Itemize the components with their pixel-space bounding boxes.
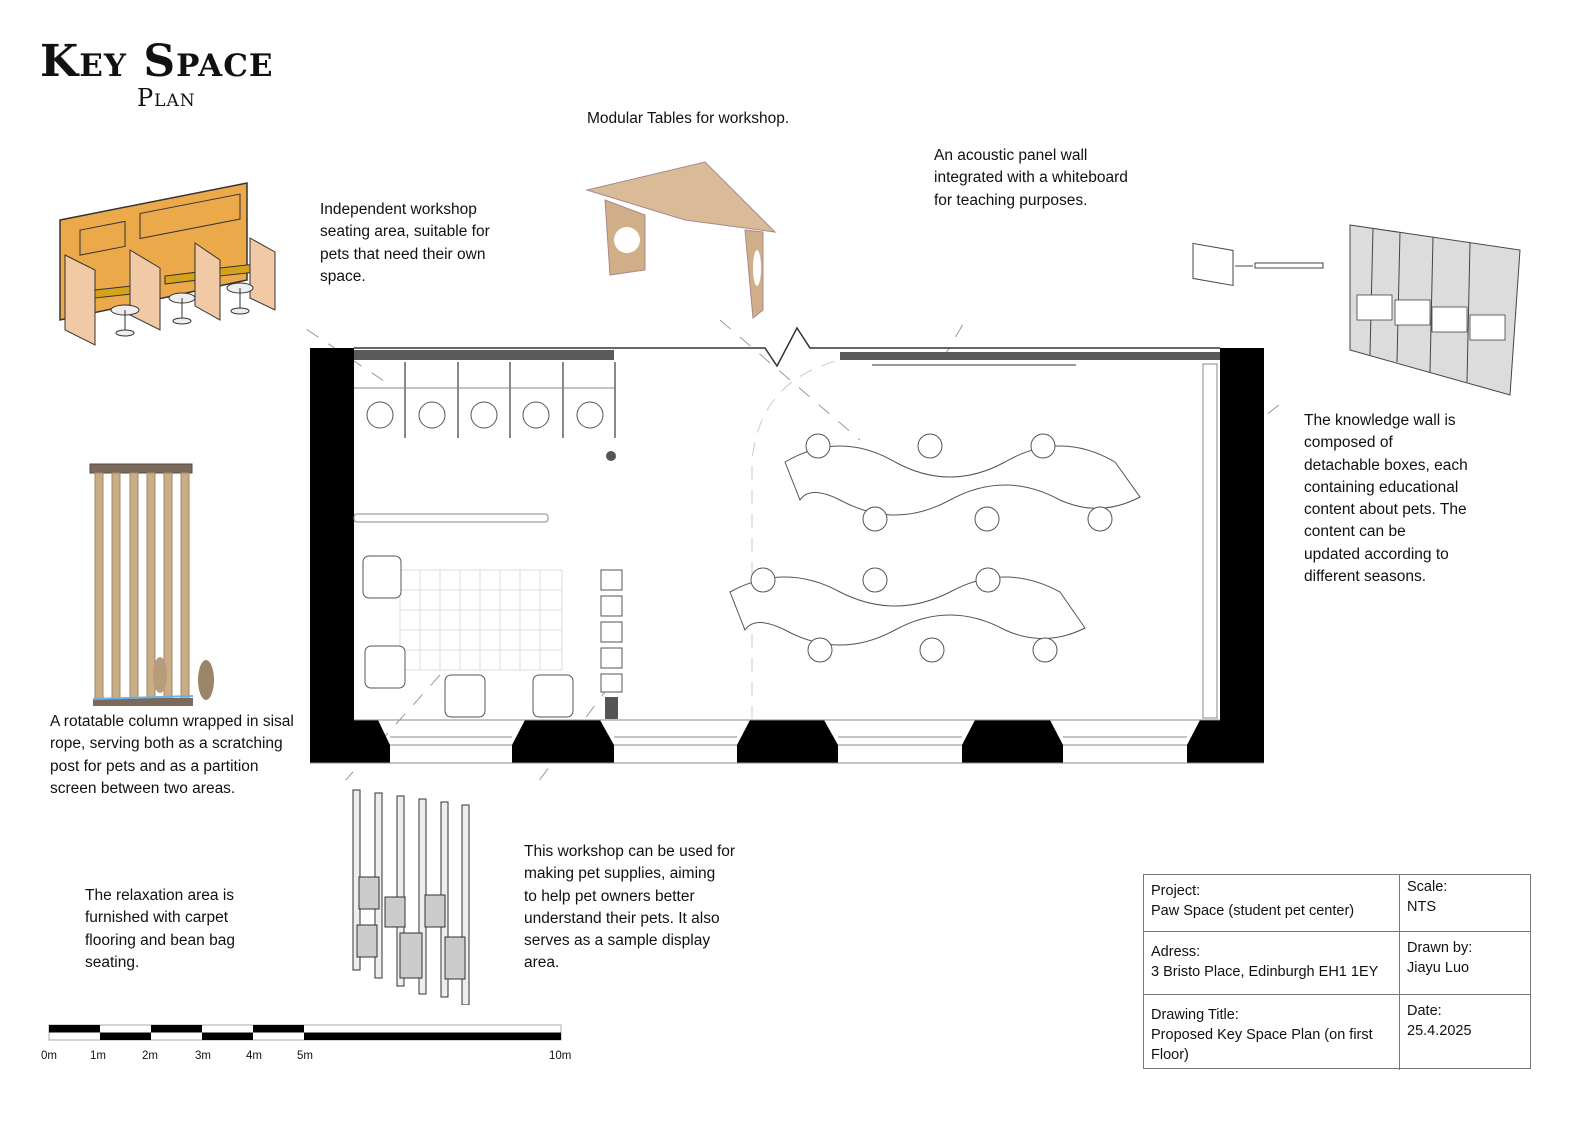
west-wall	[310, 348, 354, 763]
page-title: Key Space	[40, 36, 274, 87]
drawn-by-value: Jiayu Luo	[1407, 960, 1470, 976]
acoustic-panel-wall	[840, 352, 1220, 360]
note-acoustic-wall: An acoustic panel wall integrated with a…	[934, 147, 1128, 209]
bean-bags	[362, 555, 574, 718]
date-value: 25.4.2025	[1407, 1023, 1472, 1039]
note-knowledge-wall: The knowledge wall is composed of detach…	[1304, 412, 1468, 586]
booth-seating-illustration	[59, 182, 276, 346]
title-block-row-project: Project: Paw Space (student pet center) …	[1144, 875, 1530, 932]
note-workshop-use: This workshop can be used for making pet…	[524, 843, 736, 972]
project-value: Paw Space (student pet center)	[1151, 903, 1355, 919]
booth-partitions	[404, 362, 616, 438]
scale-bar	[48, 1024, 562, 1041]
note-relaxation-area: The relaxation area is furnished with ca…	[85, 887, 235, 971]
east-wall	[1220, 348, 1264, 763]
scale-label-0: 0m	[41, 1050, 57, 1062]
carpet-grid	[399, 569, 563, 671]
display-shelf-illustration	[352, 789, 470, 1005]
floor-plan	[300, 320, 1280, 780]
date-label: Date:	[1407, 1003, 1442, 1019]
scale-label-3: 3m	[195, 1050, 211, 1062]
scale-labels: 0m 1m 2m 3m 4m 5m 10m	[0, 1050, 600, 1066]
scale-label-10: 10m	[549, 1050, 572, 1062]
display-shelf-plan	[600, 569, 623, 693]
scale-label-2: 2m	[142, 1050, 158, 1062]
page-subtitle: Plan	[137, 84, 196, 112]
note-rotatable-column: A rotatable column wrapped in sisal rope…	[50, 713, 294, 797]
address-value: 3 Bristo Place, Edinburgh EH1 1EY	[1151, 964, 1379, 980]
note-modular-tables: Modular Tables for workshop.	[587, 110, 790, 127]
scale-label-5: 5m	[297, 1050, 313, 1062]
scale-value: NTS	[1407, 899, 1436, 915]
title-block-row-drawing: Drawing Title: Proposed Key Space Plan (…	[1144, 995, 1530, 1070]
wave-table-row-1	[784, 433, 1141, 532]
title-block-row-address: Adress: 3 Bristo Place, Edinburgh EH1 1E…	[1144, 932, 1530, 995]
scale-label-4: 4m	[246, 1050, 262, 1062]
scale-label-1: 1m	[90, 1050, 106, 1062]
drawing-title-value: Proposed Key Space Plan (on first Floor)	[1151, 1027, 1373, 1063]
drawn-by-label: Drawn by:	[1407, 940, 1473, 956]
note-workshop-seating: Independent workshop seating area, suita…	[320, 201, 490, 285]
knowledge-wall-illustration	[1192, 224, 1521, 396]
title-block: Project: Paw Space (student pet center) …	[1143, 874, 1531, 1070]
project-label: Project:	[1151, 883, 1201, 899]
sisal-column-illustration	[89, 463, 214, 706]
booth-stools	[366, 401, 604, 429]
scale-label: Scale:	[1407, 879, 1448, 895]
modular-table-illustration	[585, 161, 777, 319]
wave-table-row-2	[729, 567, 1086, 663]
address-label: Adress:	[1151, 944, 1201, 960]
drawing-title-label: Drawing Title:	[1151, 1007, 1239, 1023]
